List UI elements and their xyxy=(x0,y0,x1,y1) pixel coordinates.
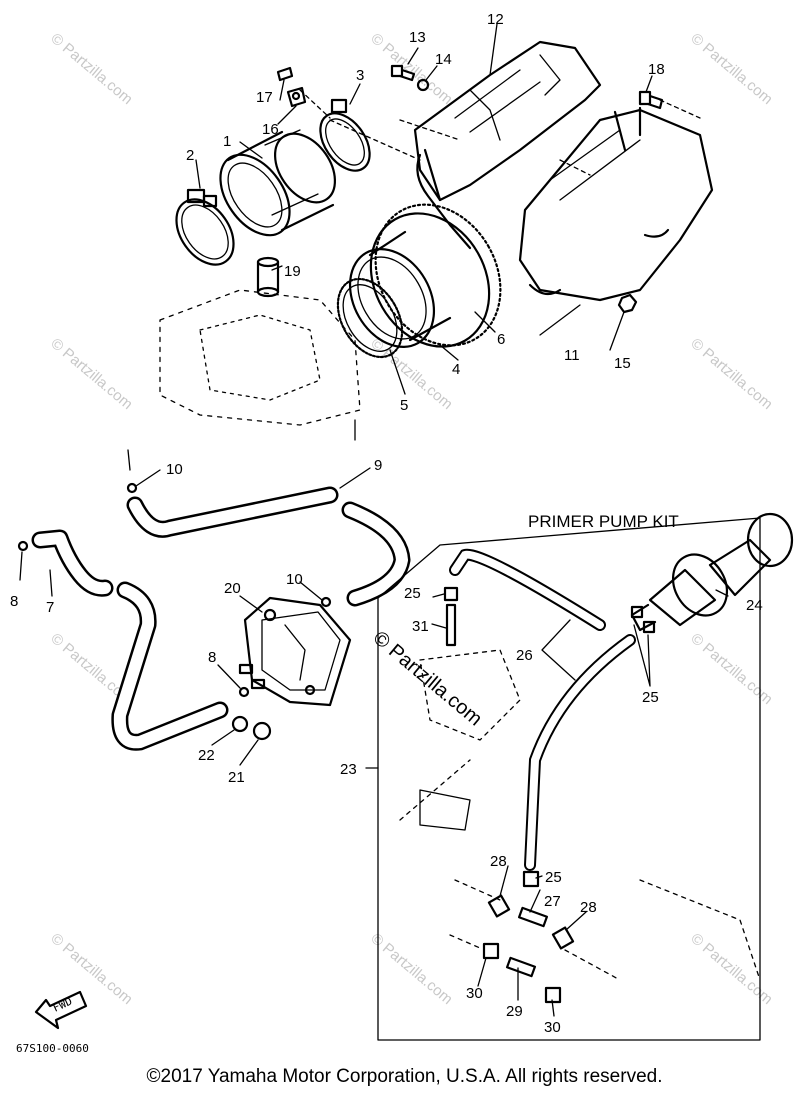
fittings-part-25-31 xyxy=(443,586,656,888)
callout-21: 21 xyxy=(228,769,245,786)
callout-13: 13 xyxy=(409,29,426,46)
part-code: 67S100-0060 xyxy=(16,1042,89,1055)
nut-part-15 xyxy=(617,293,638,314)
callout-30: 30 xyxy=(544,1019,561,1036)
screw-part-17 xyxy=(276,66,294,82)
callout-16: 16 xyxy=(262,121,279,138)
bracket-part-16 xyxy=(286,86,307,108)
callout-10: 10 xyxy=(286,571,303,588)
callout-25: 25 xyxy=(642,689,659,706)
center-watermark: © Partzilla.com xyxy=(369,627,486,730)
primer-kit-outline xyxy=(377,517,761,1041)
ghost-outlines-lower xyxy=(399,649,761,981)
leader-lines xyxy=(19,23,729,1017)
callout-labels: 1 2 3 4 5 6 7 8 8 9 10 10 11 12 13 14 15… xyxy=(10,11,763,1036)
callout-26: 26 xyxy=(516,647,533,664)
callout-14: 14 xyxy=(435,51,452,68)
callout-4: 4 xyxy=(452,361,460,378)
watermark: © Partzilla.com xyxy=(687,30,775,108)
primer-pump-kit-label: PRIMER PUMP KIT xyxy=(528,512,679,531)
callout-29: 29 xyxy=(506,1003,523,1020)
callout-11: 11 xyxy=(564,347,580,364)
callout-31: 31 xyxy=(412,618,429,635)
watermark: © Partzilla.com xyxy=(687,630,775,708)
intake-sleeve-part-1 xyxy=(219,129,337,237)
clip-part-8 xyxy=(238,686,250,698)
callout-22: 22 xyxy=(198,747,215,764)
bolt-part-13 xyxy=(390,64,416,82)
watermark: © Partzilla.com xyxy=(47,30,135,108)
callout-2: 2 xyxy=(186,147,194,164)
primer-lower-parts xyxy=(482,894,575,1004)
callout-3: 3 xyxy=(356,67,364,84)
silencer-case-part-12 xyxy=(413,40,602,250)
callout-18: 18 xyxy=(648,61,665,78)
fitting-part-19 xyxy=(256,256,280,298)
callout-12: 12 xyxy=(487,11,504,28)
carburetor-outline xyxy=(127,89,701,471)
primer-line-part-26 xyxy=(449,548,636,871)
callout-6: 6 xyxy=(497,331,505,348)
hose-part-7 xyxy=(31,529,229,751)
watermark: © Partzilla.com xyxy=(687,335,775,413)
callout-25: 25 xyxy=(545,869,562,886)
fwd-label: FWD xyxy=(51,995,75,1015)
callout-30: 30 xyxy=(466,985,483,1002)
callout-24: 24 xyxy=(746,597,763,614)
nut-part-22 xyxy=(231,715,249,733)
callout-28: 28 xyxy=(490,853,507,870)
callout-20: 20 xyxy=(224,580,241,597)
callout-7: 7 xyxy=(46,599,54,616)
callout-9: 9 xyxy=(374,457,382,474)
washer-part-14 xyxy=(416,78,430,92)
callout-28: 28 xyxy=(580,899,597,916)
callout-5: 5 xyxy=(400,397,408,414)
callout-27: 27 xyxy=(544,893,561,910)
fuel-pump-part-20 xyxy=(238,596,352,707)
watermark: © Partzilla.com xyxy=(47,930,135,1008)
clamp-part-3 xyxy=(319,98,371,172)
watermark: © Partzilla.com xyxy=(367,930,455,1008)
clip-part-10 xyxy=(126,482,138,494)
washer-part-21 xyxy=(252,721,272,741)
copyright-footer: ©2017 Yamaha Motor Corporation, U.S.A. A… xyxy=(146,1066,663,1087)
clamp-part-2 xyxy=(175,188,235,266)
bolt-part-18 xyxy=(638,90,664,110)
hose-part-9 xyxy=(126,486,411,607)
callout-15: 15 xyxy=(614,355,631,372)
callout-10: 10 xyxy=(166,461,183,478)
intake-rubber-part-4 xyxy=(348,212,491,348)
fwd-arrow: FWD xyxy=(34,990,88,1030)
watermark: © Partzilla.com xyxy=(687,930,775,1008)
gasket-part-5 xyxy=(336,277,404,359)
callout-8: 8 xyxy=(208,649,216,666)
watermark: © Partzilla.com xyxy=(47,335,135,413)
clip-part-10 xyxy=(320,596,332,608)
silencer-case-part-11 xyxy=(518,106,714,302)
callout-23: 23 xyxy=(340,761,357,778)
callout-17: 17 xyxy=(256,89,273,106)
callout-25: 25 xyxy=(404,585,421,602)
primer-pump-part-24 xyxy=(630,512,794,632)
callout-8: 8 xyxy=(10,593,18,610)
callout-19: 19 xyxy=(284,263,301,280)
clip-part-8 xyxy=(17,540,29,552)
callout-1: 1 xyxy=(223,133,231,150)
